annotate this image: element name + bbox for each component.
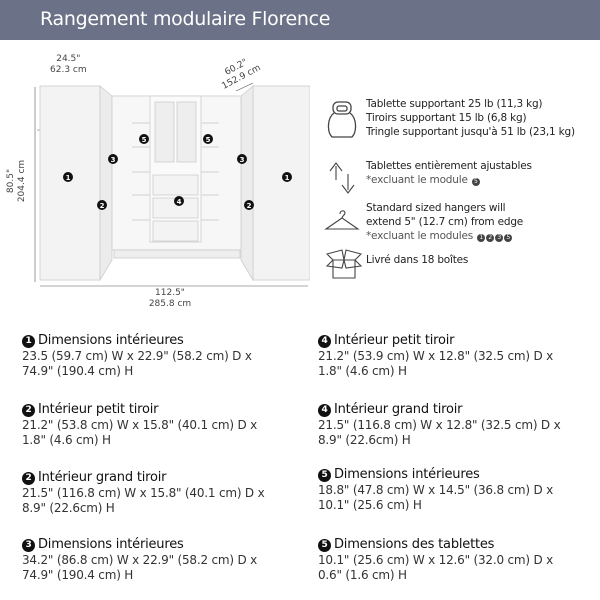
spec-title: Intérieur grand tiroir (38, 470, 167, 485)
spec-line: 0.6" (1.6 cm) H (318, 568, 407, 582)
feature-line: Tablette supportant 25 lb (11,3 kg) (366, 98, 543, 110)
width-in: 112.5" (155, 288, 185, 298)
spec-line: 1.8" (4.6 cm) H (22, 433, 111, 447)
spec-line: 10.1" (25.6 cm) W x 12.6" (32.0 cm) D x (318, 552, 554, 567)
spec-line: 21.5" (116.8 cm) W x 12.8" (32.5 cm) D x (318, 417, 561, 432)
feature-weight: Tablette supportant 25 lb (11,3 kg) Tiro… (366, 97, 575, 139)
spec-line: 21.2" (53.9 cm) W x 12.8" (32.5 cm) D x (318, 348, 554, 363)
spec-line: 74.9" (190.4 cm) H (22, 364, 134, 378)
label-3-right (237, 154, 247, 164)
number-badge: 5 (318, 539, 331, 552)
feature-line: Standard sized hangers will (366, 202, 506, 214)
label-text: 5 (206, 136, 211, 144)
feature-line: Livré dans 18 boîtes (366, 254, 469, 266)
feature-hangers: Standard sized hangers will extend 5" (1… (366, 201, 523, 243)
label-text: 3 (240, 156, 245, 164)
number-badge: 4 (318, 335, 331, 348)
depth-in: 24.5" (56, 54, 81, 64)
label-text: 1 (66, 174, 71, 182)
label-1-right (282, 172, 292, 182)
right-tower (252, 85, 310, 281)
kettlebell-icon (327, 101, 357, 138)
label-2-left (97, 200, 107, 210)
spec-line: 21.2" (53.8 cm) W x 15.8" (40.1 cm) D x (22, 417, 258, 432)
module-badge: 3 (495, 234, 504, 242)
label-text: 2 (100, 202, 105, 210)
spec-line: 1.8" (4.6 cm) H (318, 364, 407, 378)
up-down-arrows-icon (329, 162, 355, 194)
label-text: 5 (142, 136, 147, 144)
spec-line: 10.1" (25.6 cm) H (318, 498, 422, 512)
header-bar: Rangement modulaire Florence (0, 0, 600, 40)
spec-line: 34.2" (86.8 cm) W x 22.9" (58.2 cm) D x (22, 552, 258, 567)
spec-line: 21.5" (116.8 cm) W x 15.8" (40.1 cm) D x (22, 485, 265, 500)
spec-line: 8.9" (22.6cm) H (318, 433, 411, 447)
hanger-icon (324, 210, 360, 230)
label-4 (174, 196, 184, 206)
spec-title: Dimensions intérieures (334, 467, 480, 482)
label-text: 1 (285, 174, 290, 182)
number-badge: 5 (318, 469, 331, 482)
label-1-left (63, 172, 73, 182)
feature-note: *excluant le module 5 (366, 173, 532, 187)
depth-cm: 62.3 cm (50, 65, 87, 75)
label-2-right (244, 200, 254, 210)
left-tower (39, 85, 101, 281)
spec-title: Intérieur petit tiroir (334, 333, 455, 348)
label-3-left (108, 154, 118, 164)
label-text: 3 (111, 156, 116, 164)
module-badge: 5 (471, 178, 480, 186)
feature-line: Tringle supportant jusqu'à 51 lb (23,1 k… (366, 126, 575, 138)
spec-title: Dimensions des tablettes (334, 537, 495, 552)
width-dimension: 112.5"285.8 cm (140, 288, 200, 310)
label-text: 4 (177, 198, 182, 206)
spec-title: Intérieur grand tiroir (334, 402, 463, 417)
number-badge: 1 (22, 335, 35, 348)
feature-boxes: Livré dans 18 boîtes (366, 253, 468, 267)
number-badge: 2 (22, 472, 35, 485)
label-5-left (139, 134, 149, 144)
label-text: 2 (247, 202, 252, 210)
box-icon (325, 249, 363, 279)
spec-title: Dimensions intérieures (38, 333, 184, 348)
spec-line: 18.8" (47.8 cm) W x 14.5" (36.8 cm) D x (318, 482, 554, 497)
number-badge: 4 (318, 404, 331, 417)
width-cm: 285.8 cm (148, 299, 192, 309)
spec-line: 74.9" (190.4 cm) H (22, 568, 134, 582)
module-badge: 1 (477, 234, 486, 242)
page-title: Rangement modulaire Florence (40, 8, 331, 30)
spec-line: 23.5 (59.7 cm) W x 22.9" (58.2 cm) D x (22, 348, 252, 363)
label-5-right (203, 134, 213, 144)
note-text: *excluant le modules (366, 230, 473, 242)
note-text: *excluant le module (366, 174, 468, 186)
module-badge: 2 (486, 234, 495, 242)
feature-line: Tiroirs supportant 15 lb (6,8 kg) (366, 112, 527, 124)
feature-adjustable: Tablettes entièrement ajustables *exclua… (366, 159, 532, 187)
module-badge: 5 (504, 234, 513, 242)
feature-line: extend 5" (12.7 cm) from edge (366, 216, 524, 228)
cabinet-drawing: 1 1 2 2 3 3 4 5 5 (34, 82, 310, 287)
number-badge: 2 (22, 404, 35, 417)
number-badge: 3 (22, 539, 35, 552)
dim-line-diag (235, 82, 254, 92)
spec-title: Dimensions intérieures (38, 537, 184, 552)
feature-line: Tablettes entièrement ajustables (366, 160, 532, 172)
depth-dimension: 24.5"62.3 cm (50, 54, 87, 76)
spec-line: 8.9" (22.6cm) H (22, 501, 115, 515)
spec-title: Intérieur petit tiroir (38, 402, 159, 417)
